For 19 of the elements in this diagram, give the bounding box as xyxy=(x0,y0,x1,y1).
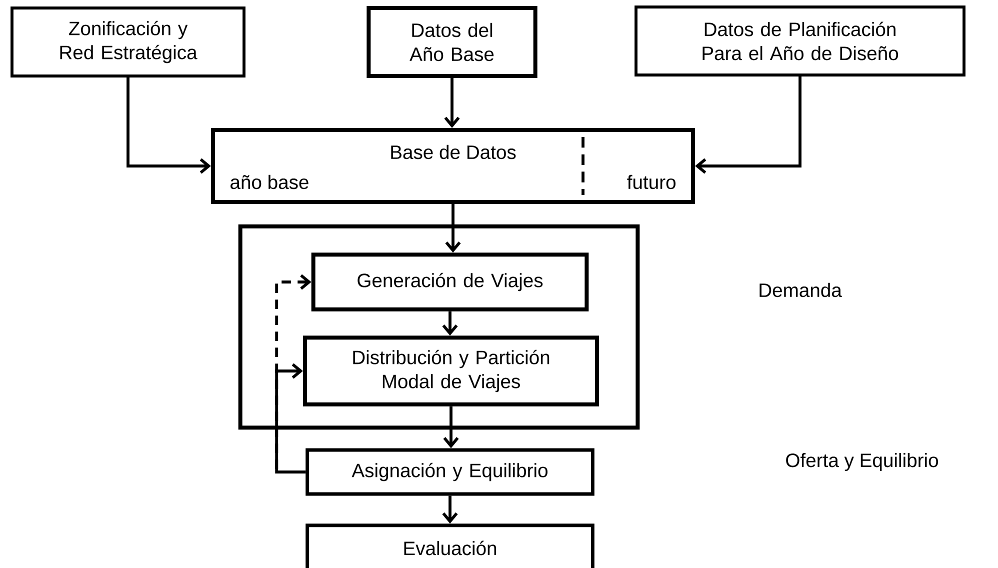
arrow xyxy=(443,406,459,448)
process-box: Asignación y Equilibrio xyxy=(306,448,594,496)
arrow xyxy=(442,311,458,336)
side-label: Oferta y Equilibrio xyxy=(786,453,938,472)
process-box: Generación de Viajes xyxy=(311,252,589,312)
process-box: Zonificación y Red Estratégica xyxy=(10,6,246,78)
arrow xyxy=(444,78,460,128)
side-label: Demanda xyxy=(760,282,842,298)
process-box: Datos del Año Base xyxy=(366,6,538,78)
process-box: Distribución y Partición Modal de Viajes xyxy=(303,336,599,406)
group-frame xyxy=(238,224,640,430)
arrow xyxy=(442,496,458,524)
arrow xyxy=(695,76,802,174)
database-box: Base de Datos año base futuro xyxy=(211,128,696,204)
process-box: Evaluación xyxy=(306,524,594,568)
process-box: Datos de Planificación Para el Año de Diseño xyxy=(634,6,966,76)
arrow xyxy=(126,77,211,174)
arrow xyxy=(275,274,312,474)
arrow xyxy=(445,204,461,253)
